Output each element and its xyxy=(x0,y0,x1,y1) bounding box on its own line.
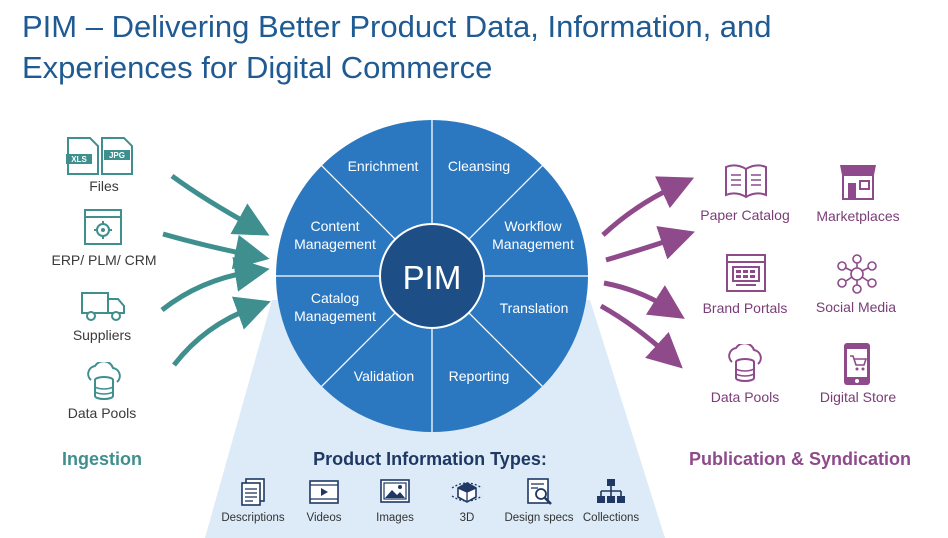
3d-icon xyxy=(450,480,484,509)
pim-wheel xyxy=(276,120,588,432)
segment-validation: Validation xyxy=(353,368,415,384)
target-paper-catalog-label: Paper Catalog xyxy=(700,207,790,223)
social-network-icon xyxy=(836,254,878,299)
document-icon xyxy=(240,478,266,511)
image-icon xyxy=(380,479,412,510)
source-suppliers-label: Suppliers xyxy=(72,327,132,343)
segment-translation: Translation xyxy=(499,300,569,316)
ingestion-heading: Ingestion xyxy=(62,449,142,469)
segment-reporting: Reporting xyxy=(448,368,510,384)
svg-text:XLS: XLS xyxy=(71,155,87,164)
type-collections-label: Collections xyxy=(582,512,640,524)
cloud-database-icon xyxy=(83,360,125,407)
page-title: PIM – Delivering Better Product Data, In… xyxy=(22,9,772,85)
target-social-media-label: Social Media xyxy=(815,299,897,315)
mobile-cart-icon xyxy=(842,342,872,391)
cloud-database-icon xyxy=(724,342,766,389)
truck-icon xyxy=(80,289,126,328)
design-spec-icon xyxy=(526,478,554,511)
type-descriptions-label: Descriptions xyxy=(221,512,285,524)
pim-core-label: PIM xyxy=(402,259,462,296)
type-design-specs-label: Design specs xyxy=(504,512,574,524)
file-xls-jpg-icon: XLS JPG xyxy=(66,136,134,181)
video-icon xyxy=(309,480,339,509)
portal-window-icon xyxy=(726,254,766,297)
target-marketplaces-label: Marketplaces xyxy=(816,208,900,224)
segment-catalog-management: Catalog Management xyxy=(294,290,376,324)
gear-window-icon xyxy=(84,209,122,250)
target-brand-portals-label: Brand Portals xyxy=(702,300,788,316)
pim-core xyxy=(379,223,485,329)
type-images-label: Images xyxy=(376,512,414,524)
publication-heading: Publication & Syndication xyxy=(689,449,912,469)
hierarchy-icon xyxy=(596,478,626,511)
open-book-icon xyxy=(724,163,768,204)
product-types-heading: Product Information Types: xyxy=(313,449,547,469)
source-data-pools-label: Data Pools xyxy=(67,405,137,421)
segment-content-management: Content Management xyxy=(294,218,376,252)
publication-arrows xyxy=(599,176,695,369)
ingestion-arrows xyxy=(160,173,271,367)
segment-enrichment: Enrichment xyxy=(347,158,419,174)
source-files-label: Files xyxy=(89,178,119,194)
svg-text:JPG: JPG xyxy=(109,151,125,160)
target-digital-store-label: Digital Store xyxy=(819,389,897,405)
segment-workflow-management: Workflow Management xyxy=(492,218,574,252)
segment-cleansing: Cleansing xyxy=(447,158,511,174)
storefront-icon xyxy=(838,161,878,206)
type-videos-label: Videos xyxy=(306,512,342,524)
type-3d-label: 3D xyxy=(459,512,475,524)
target-data-pools-label: Data Pools xyxy=(710,389,780,405)
source-erp-plm-crm-label: ERP/ PLM/ CRM xyxy=(51,252,157,268)
